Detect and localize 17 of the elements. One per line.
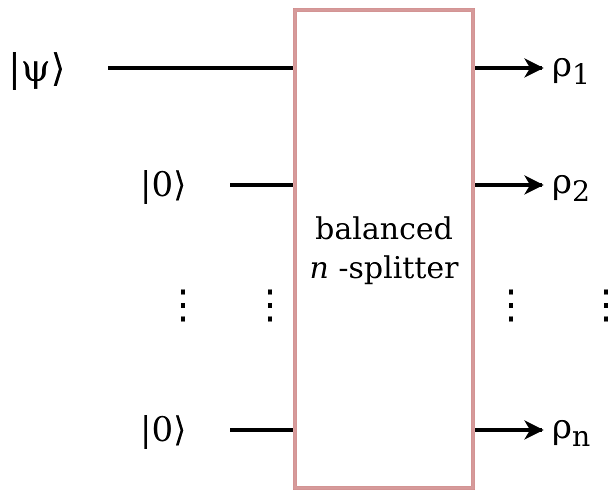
- input-state-label: |ψ⟩: [8, 40, 108, 96]
- vertical-ellipsis: ⋮: [491, 285, 531, 325]
- wire-line: [108, 66, 293, 70]
- vertical-ellipsis: ⋮: [250, 285, 290, 325]
- input-state-label: |0⟩: [130, 160, 230, 210]
- output-state-label: ρ$_{n}$: [552, 405, 612, 455]
- output-state-label: ρ$_{1}$: [552, 43, 612, 93]
- input-state-label: |0⟩: [130, 405, 230, 455]
- arrow: [475, 420, 544, 440]
- arrow: [475, 58, 544, 78]
- output-state-label: ρ$_{2}$: [552, 160, 612, 210]
- vertical-ellipsis: ⋮: [163, 285, 203, 325]
- vertical-ellipsis: ⋮: [586, 285, 615, 325]
- arrow: [475, 175, 544, 195]
- splitter-box: [293, 8, 475, 490]
- wire-line: [230, 183, 293, 187]
- wire-line: [230, 428, 293, 432]
